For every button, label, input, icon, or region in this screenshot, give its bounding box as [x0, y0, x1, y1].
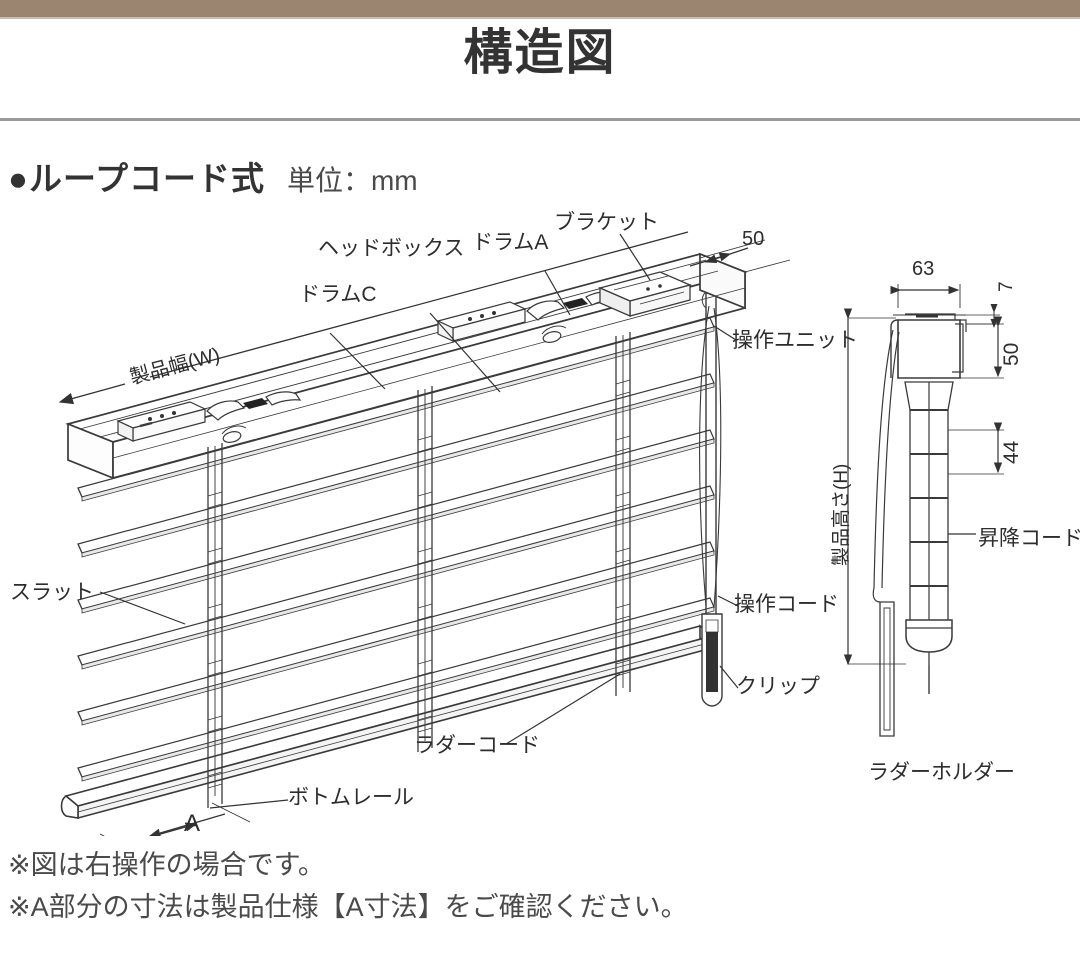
- label-clip: クリップ: [736, 675, 820, 698]
- label-drum-a: ドラムA: [472, 231, 549, 254]
- bullet-marker: ●: [8, 160, 29, 197]
- label-operation-unit: 操作ユニット: [732, 329, 858, 352]
- section-view: [843, 284, 1004, 737]
- label-operation-cord: 操作コード: [734, 593, 839, 616]
- note-2: ※A部分の寸法は製品仕様【A寸法】をご確認ください。: [8, 891, 688, 922]
- title-divider: [0, 118, 1080, 121]
- dimension-section-width: 63: [912, 258, 935, 280]
- label-drum-c: ドラムC: [299, 283, 377, 306]
- dimension-box-height: 50: [1000, 342, 1023, 366]
- dimension-slat-pitch: 44: [1000, 440, 1023, 464]
- label-ladder-cord: ラダーコード: [414, 734, 540, 757]
- label-ladder-holder: ラダーホルダー: [868, 761, 1015, 784]
- isometric-blind: [58, 231, 791, 836]
- label-product-height: 製品高さ(H): [831, 463, 852, 566]
- dimension-section-top: 7: [996, 281, 1017, 292]
- note-1: ※図は右操作の場合です。: [8, 850, 325, 880]
- dimension-a: A: [184, 810, 201, 837]
- label-head-box: ヘッドボックス: [318, 237, 465, 260]
- top-accent-bar-edge: [0, 17, 1080, 19]
- subtitle-row: ●ループコード式 単位：mm: [8, 152, 418, 200]
- diagram-svg: [58, 231, 1004, 836]
- label-slat: スラット: [10, 581, 94, 604]
- label-bracket: ブラケット: [554, 211, 659, 234]
- label-bottom-rail: ボトムレール: [288, 786, 414, 809]
- label-lift-cord: 昇降コード: [978, 527, 1080, 550]
- page-title: 構造図: [463, 26, 617, 80]
- subtitle-label: ●ループコード式: [8, 152, 265, 200]
- dimension-iso-depth: 50: [742, 228, 765, 250]
- unit-label: 単位：mm: [286, 165, 418, 196]
- footer-notes: ※図は右操作の場合です。 ※A部分の寸法は製品仕様【A寸法】をご確認ください。: [8, 845, 1068, 929]
- structure-diagram: ドラムC ヘッドボックス ドラムA ブラケット 操作ユニット 操作コード クリッ…: [0, 196, 1080, 837]
- top-accent-bar: [0, 0, 1080, 17]
- subtitle-text: ループコード式: [28, 160, 265, 197]
